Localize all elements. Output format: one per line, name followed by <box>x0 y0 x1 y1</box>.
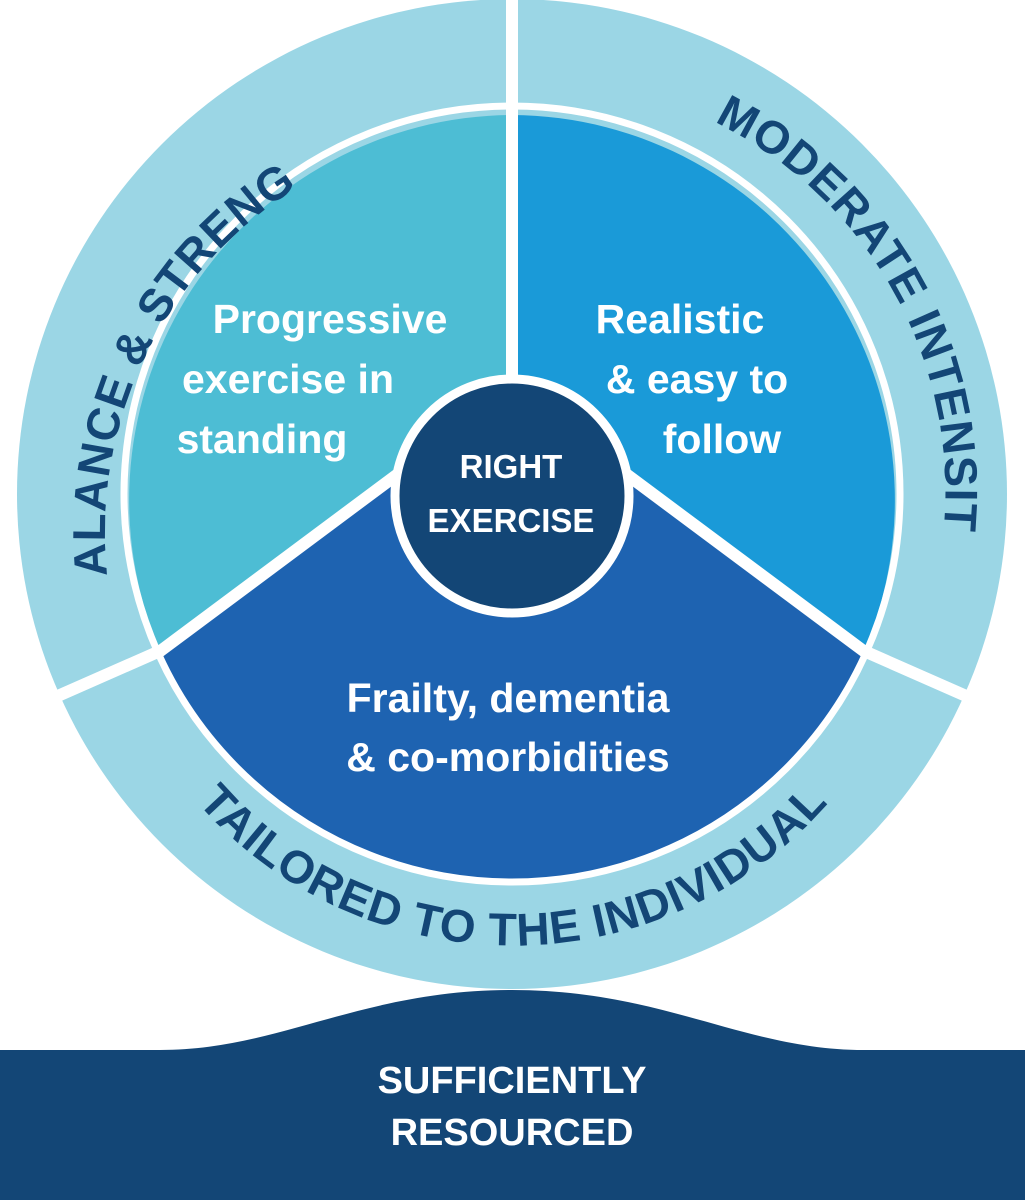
segment-bottom-line1: Frailty, dementia <box>347 675 671 721</box>
segment-bottom-line2: & co-morbidities <box>346 734 669 780</box>
segment-right-line2: & easy to <box>606 356 788 402</box>
ring-separator-left <box>23 645 163 716</box>
center-label-line1: RIGHT <box>460 448 563 485</box>
segment-right <box>512 115 895 651</box>
segment-right-line1: Realistic <box>596 296 765 342</box>
center-circle <box>390 374 634 618</box>
segment-left-line2: exercise in <box>182 356 394 402</box>
base-label-line2: RESOURCED <box>391 1112 634 1154</box>
base-band <box>0 990 1025 1200</box>
segment-left-line1: Progressive <box>213 296 448 342</box>
center-label-line2: EXERCISE <box>428 502 595 539</box>
segment-right-line3: follow <box>663 416 782 462</box>
inner-boundary <box>120 102 904 886</box>
ring-separator-right <box>861 645 1001 716</box>
base-label-line1: SUFFICIENTLY <box>378 1060 647 1102</box>
segment-bottom <box>160 389 864 881</box>
segment-left <box>129 115 513 651</box>
segment-left-line3: standing <box>177 416 348 462</box>
